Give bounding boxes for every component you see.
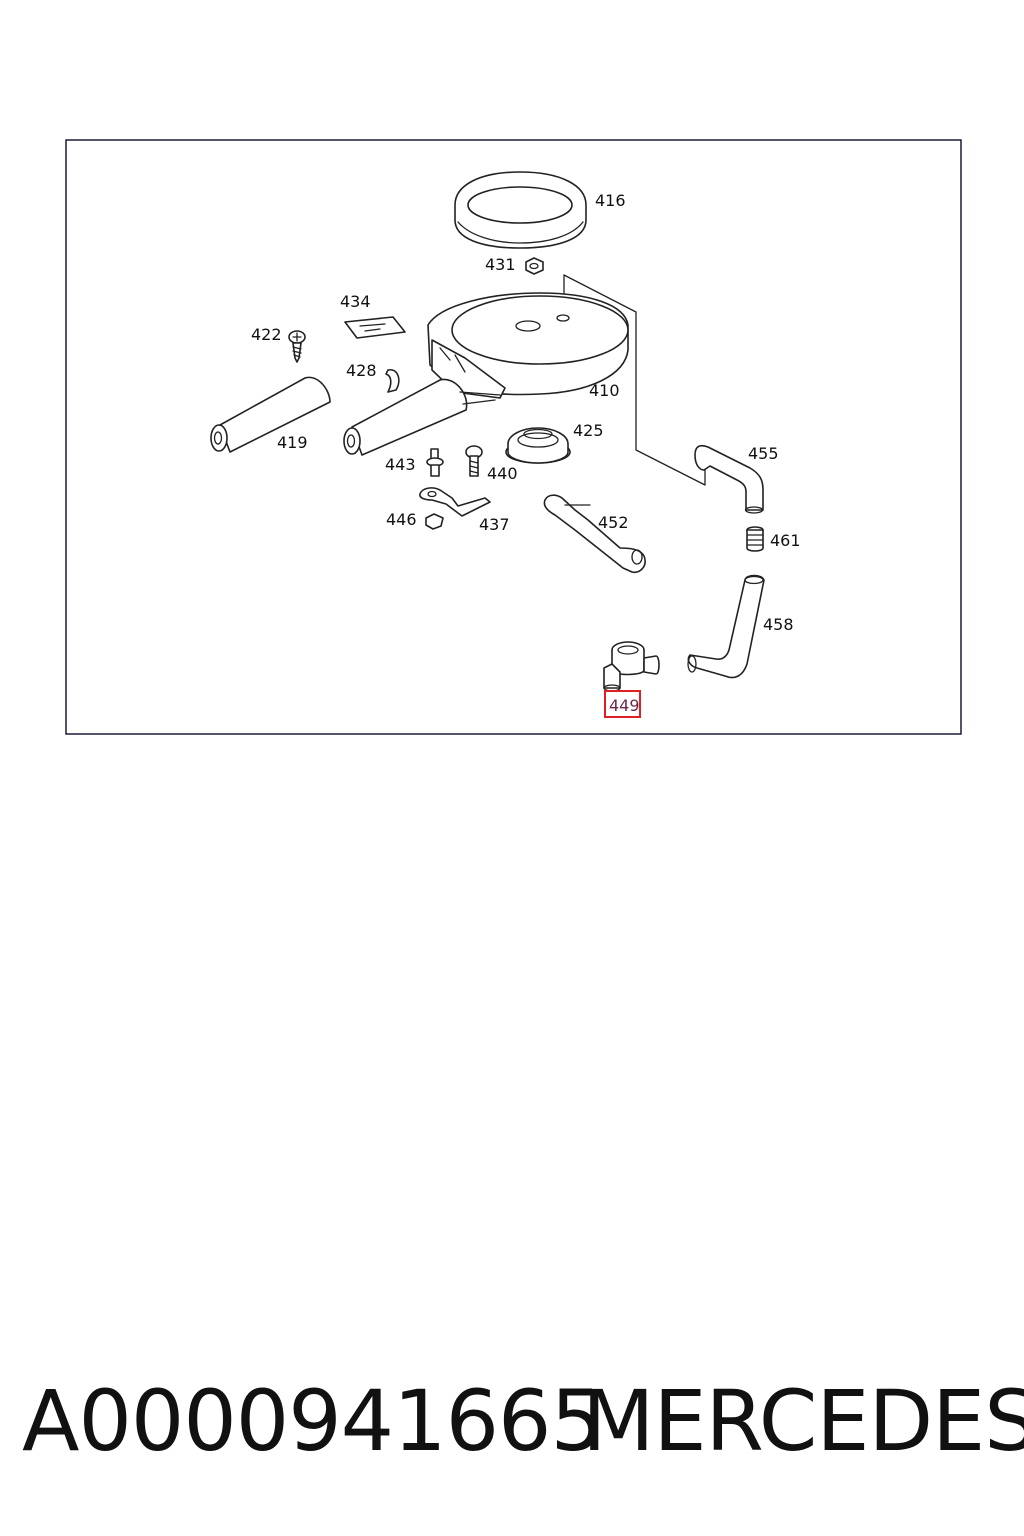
callout-416: 416 [595,191,626,210]
part-431-nut[interactable] [525,257,544,275]
callout-419: 419 [277,433,308,452]
part-449-check-valve[interactable] [603,641,660,692]
part-419-intake-snorkel[interactable] [210,376,331,453]
callout-410: 410 [589,381,620,400]
part-425-grommet[interactable] [505,427,571,464]
leader-line-housing [563,274,706,486]
callout-461: 461 [770,531,801,550]
part-416-filter-ring[interactable] [454,171,587,249]
callout-458: 458 [763,615,794,634]
callout-443: 443 [385,455,416,474]
part-428-clip[interactable] [385,369,400,393]
part-422-screw[interactable] [288,330,306,363]
part-455-breather-hose[interactable] [694,444,764,514]
callout-455: 455 [748,444,779,463]
part-number: A0000941665 [22,1372,604,1470]
callout-428: 428 [346,361,377,380]
callout-434: 434 [340,292,371,311]
part-434-label-plate[interactable] [344,316,406,339]
callout-422: 422 [251,325,282,344]
part-452-hose[interactable] [543,494,646,574]
part-458-hose[interactable] [687,574,765,679]
parts-diagram: 416 431 434 422 428 410 419 425 455 443 … [65,139,962,735]
callout-449[interactable]: 449 [609,696,640,715]
callout-440: 440 [487,464,518,483]
part-intake-snorkel-attached [343,378,501,456]
diagram-frame [65,139,962,735]
brand-name: MERCEDES [582,1372,1024,1470]
part-437-bracket[interactable] [419,487,491,517]
part-440-bolt[interactable] [465,445,483,477]
callout-425: 425 [573,421,604,440]
highlight-box-449 [604,690,641,718]
callout-446: 446 [386,510,417,529]
part-461-fitting[interactable] [746,526,764,552]
callout-431: 431 [485,255,516,274]
part-446-nut[interactable] [425,513,444,530]
part-443-stud[interactable] [426,448,444,477]
callout-452: 452 [598,513,629,532]
product-caption: A0000941665MERCEDES [22,1372,1024,1472]
callout-437: 437 [479,515,510,534]
